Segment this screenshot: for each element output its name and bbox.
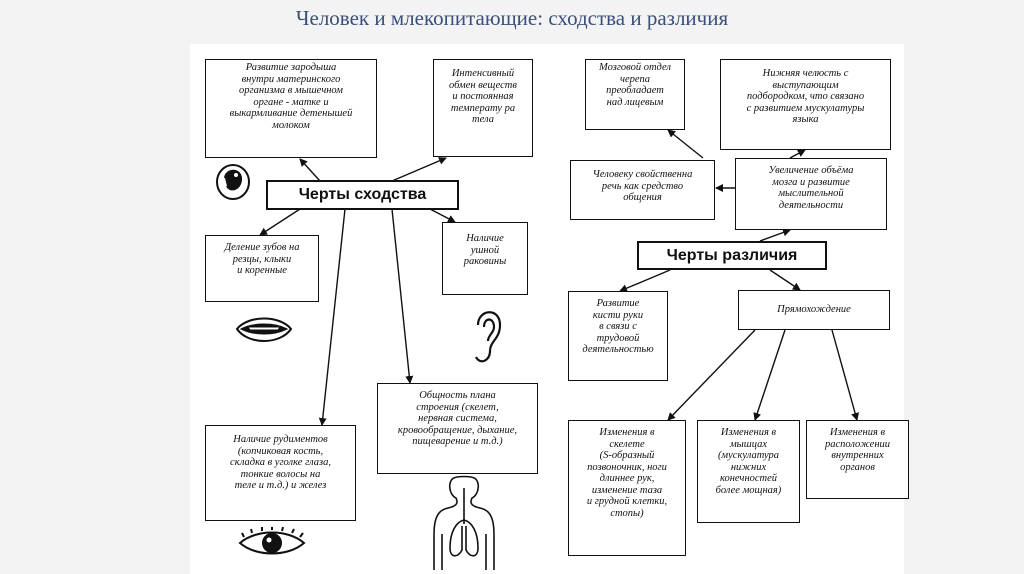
embryo-development-box: Развитие зародыша внутри материнского ор… [205,59,377,158]
speech-box: Человеку свойственна речь как средство о… [570,160,715,220]
skeleton-changes-box: Изменения в скелете (S-образный позвоноч… [568,420,686,556]
mouth-icon [235,317,293,342]
body-plan-box: Общность плана строения (скелет, нервная… [377,383,538,474]
similarities-hub: Черты сходства [266,180,459,210]
arrow-to-skull [667,129,704,159]
hand-development-box: Развитие кисти руки в связи с трудовой д… [568,291,668,381]
arrow-to-jaw [789,149,806,159]
arrow-to-bipedal [769,269,801,291]
brain-volume-box: Увеличение объёма мозга и развитие мысли… [735,158,887,230]
ear-icon [475,311,502,363]
differences-hub: Черты различия [637,241,827,270]
lower-jaw-box: Нижняя челюсть с выступающим подбородком… [720,59,891,150]
organ-changes-box: Изменения в расположении внутренних орга… [806,420,909,499]
page-title: Человек и млекопитающие: сходства и разл… [295,6,729,30]
arrow-to-structure [391,208,414,384]
arrow-hub-to-brain [759,228,791,242]
eye-icon [238,527,306,555]
arrow-to-hand [619,269,671,292]
bipedalism-box: Прямохождение [738,290,890,330]
skull-box: Мозговой отдел черепа преобладает над ли… [585,59,685,130]
auricle-box: Наличие ушной раковины [442,222,528,295]
embryo-icon [216,164,250,200]
arrow-to-metabolism [391,157,447,182]
rudiments-box: Наличие рудиментов (копчиковая кость, ск… [205,425,356,521]
arrow-to-rudiments [318,208,346,426]
arrow-to-ear [429,208,456,223]
arrow-to-teeth [259,208,301,236]
arrow-to-muscles [753,329,786,421]
arrow-to-skeleton [667,329,756,421]
arrow-to-organs [831,329,859,421]
teeth-division-box: Деление зубов на резцы, клыки и коренные [205,235,319,302]
muscle-changes-box: Изменения в мышцах (мускулатура нижних к… [697,420,800,523]
torso-icon [433,475,495,570]
metabolism-box: Интенсивный обмен веществ и постоянная т… [433,59,533,157]
arrow-to-embryo [299,158,321,182]
